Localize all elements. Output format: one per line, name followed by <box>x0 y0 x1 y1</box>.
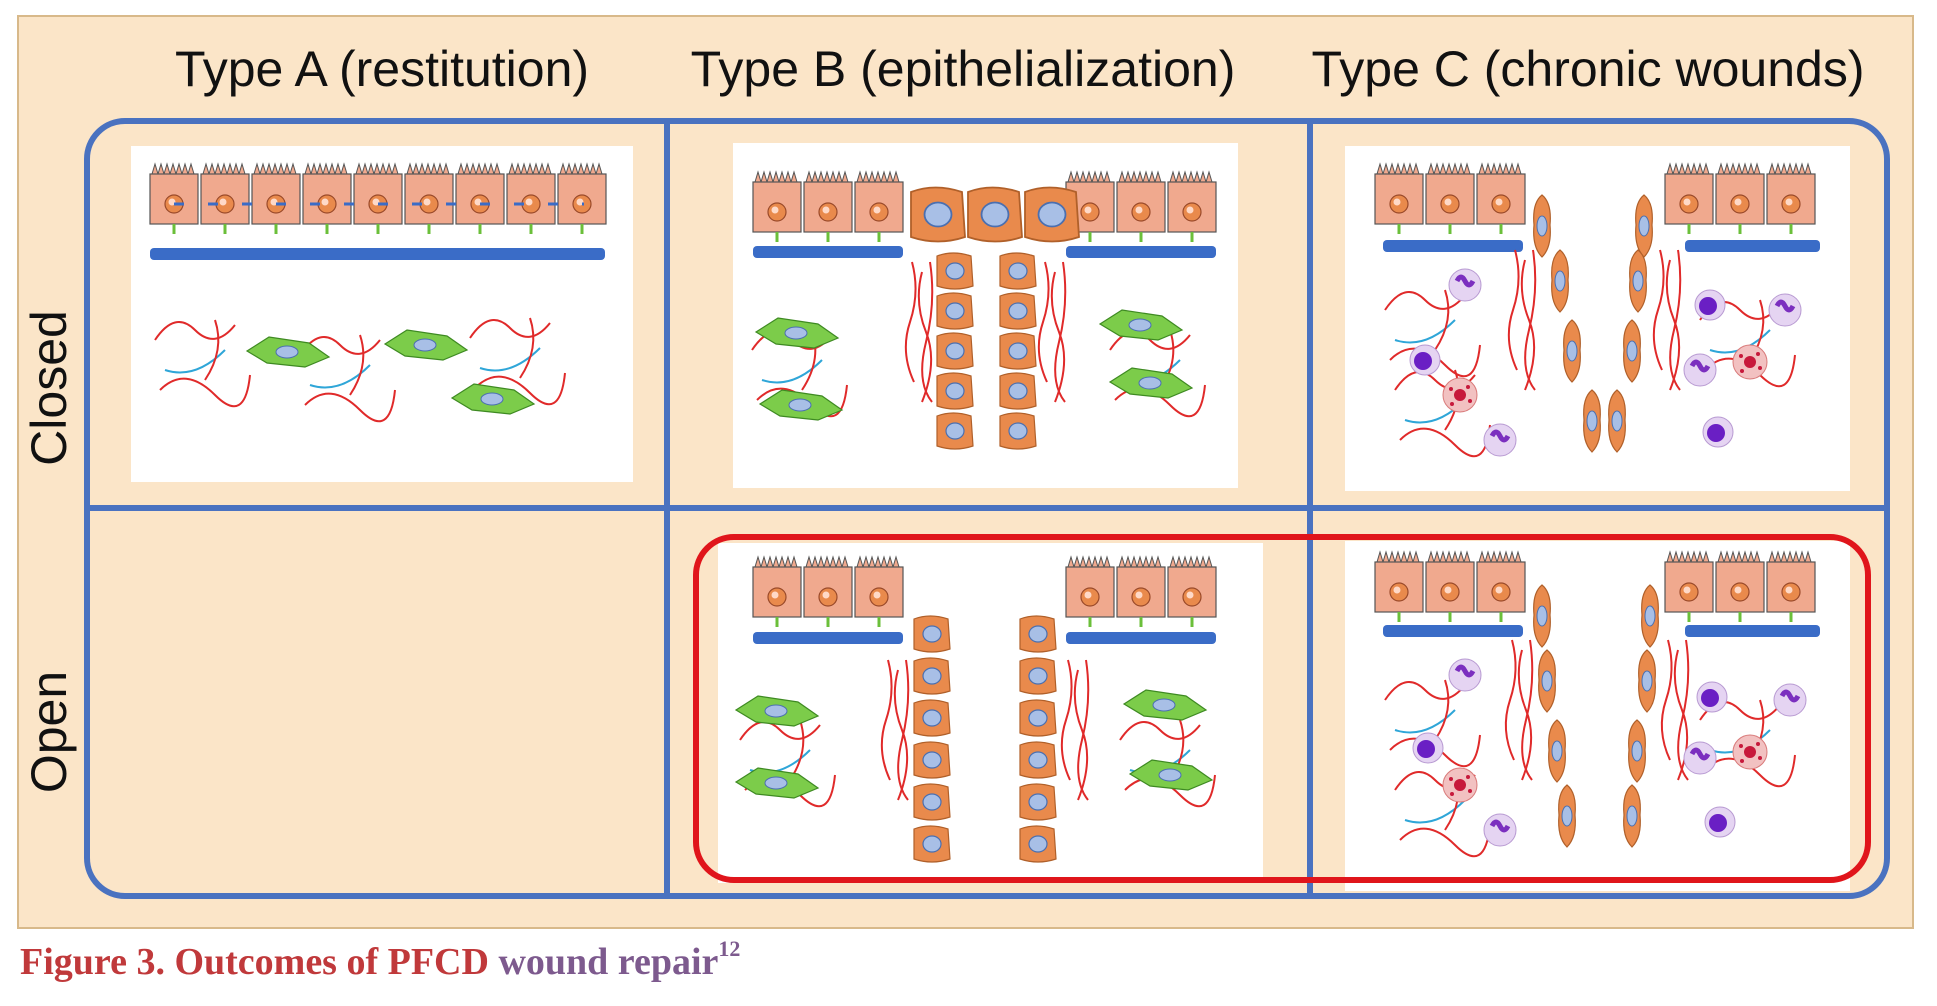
panel-type-a-closed <box>131 146 633 482</box>
panel-type-c-open <box>1345 541 1850 891</box>
row-header-closed: Closed <box>21 310 77 466</box>
figure-caption: Figure 3. Outcomes of PFCD wound repair1… <box>20 936 740 984</box>
panel-type-b-open <box>718 543 1263 883</box>
column-header-type-b: Type B (epithelialization) <box>691 41 1236 97</box>
panel-type-c-closed <box>1345 146 1850 491</box>
caption-purple-part: wound repair <box>498 941 719 983</box>
row-header-open: Open <box>21 671 77 793</box>
open-wounds-highlight <box>693 534 1871 883</box>
column-header-type-a: Type A (restitution) <box>175 41 589 97</box>
grid-frame <box>84 118 1890 899</box>
caption-reference: 12 <box>718 936 741 962</box>
column-header-type-c: Type C (chronic wounds) <box>1311 41 1864 97</box>
caption-red-part: Figure 3. Outcomes of PFCD <box>20 941 489 983</box>
panel-type-b-closed <box>733 143 1238 488</box>
